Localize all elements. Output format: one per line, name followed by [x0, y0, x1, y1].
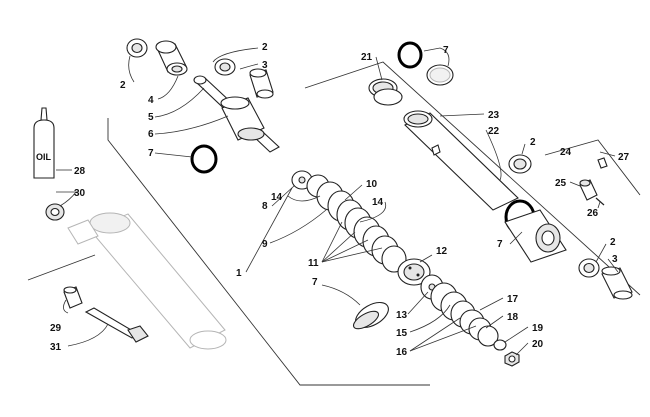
part-body-end-housing	[504, 209, 567, 263]
part-7-o-ring-left	[190, 144, 218, 174]
part-4-mount-sleeve	[155, 40, 188, 76]
callout-2-top: 2	[262, 42, 268, 53]
callout-15: 15	[396, 328, 408, 339]
callout-24: 24	[560, 147, 572, 158]
callout-6: 6	[148, 129, 154, 140]
part-3-spacer-top	[249, 68, 274, 99]
callout-16: 16	[396, 347, 408, 358]
callout-2-left: 2	[120, 80, 126, 91]
callout-9: 9	[262, 239, 268, 250]
assembled-shock-ghost	[67, 212, 227, 350]
part-12-piston	[397, 258, 431, 286]
leader-lines	[56, 47, 619, 356]
callout-2-reservoir: 2	[530, 137, 536, 148]
part-23-reservoir-body	[403, 110, 519, 211]
callout-17: 17	[507, 294, 519, 305]
callout-19: 19	[532, 323, 544, 334]
callout-labels: 1 2 2 2 2 3 3 4 5 6 7 7 7 7 8 9 10 11 12…	[50, 42, 630, 358]
callout-7-reservoir: 7	[497, 239, 503, 250]
callout-26: 26	[587, 208, 599, 219]
callout-27: 27	[618, 152, 630, 163]
callout-3-top: 3	[262, 60, 268, 71]
part-2-bushing-right	[214, 58, 236, 76]
part-30-top-bushing	[45, 203, 65, 221]
callout-21: 21	[361, 52, 373, 63]
callout-28: 28	[74, 166, 86, 177]
callout-10: 10	[366, 179, 378, 190]
callout-11: 11	[308, 258, 319, 269]
part-20-nut	[504, 351, 520, 367]
part-29-sleeve	[63, 286, 83, 309]
callout-4: 4	[148, 95, 154, 106]
oil-bottle-label: OIL	[36, 152, 52, 162]
callout-22: 22	[488, 126, 500, 137]
part-2-bushing-reservoir	[508, 154, 532, 174]
group-frame-1	[107, 118, 430, 386]
group-frame-reservoir	[304, 61, 641, 296]
callout-7-piston-band: 7	[312, 277, 318, 288]
part-27-valve-cap	[597, 157, 608, 169]
callout-8: 8	[262, 201, 268, 212]
part-2-bushing-lower	[578, 258, 600, 278]
callout-2-lower: 2	[610, 237, 616, 248]
callout-25: 25	[555, 178, 567, 189]
part-7-seal-ring-top	[426, 64, 454, 86]
part-7-piston-band	[352, 301, 389, 330]
callout-29: 29	[50, 323, 62, 334]
callout-30: 30	[74, 188, 86, 199]
group-frame-29	[27, 254, 96, 281]
callout-1: 1	[236, 268, 242, 279]
shim-stack-upper	[306, 174, 407, 273]
shim-stack-lower	[420, 274, 499, 347]
callout-14-right: 14	[372, 197, 384, 208]
part-21-reservoir-cap	[368, 78, 403, 106]
callout-7-left: 7	[148, 148, 154, 159]
part-25-valve-body	[579, 179, 598, 201]
callout-3-lower: 3	[612, 254, 618, 265]
callout-14-left: 14	[271, 192, 283, 203]
part-26-valve-core	[595, 197, 605, 206]
callout-7-top-right: 7	[443, 45, 449, 56]
part-28-oil-bottle: OIL	[33, 107, 55, 179]
group-frame-valve	[544, 139, 641, 196]
part-2-bushing-top	[126, 38, 148, 58]
part-6-shaft-seal-head	[220, 96, 265, 141]
callout-23: 23	[488, 110, 500, 121]
callout-13: 13	[396, 310, 408, 321]
callout-12: 12	[436, 246, 448, 257]
part-19-washer	[493, 339, 507, 351]
part-7-o-ring-top-right	[397, 41, 423, 69]
callout-20: 20	[532, 339, 544, 350]
callout-18: 18	[507, 312, 519, 323]
callout-31: 31	[50, 342, 62, 353]
part-31-bolt	[84, 307, 149, 343]
part-3-spacer-lower	[601, 266, 633, 300]
callout-5: 5	[148, 112, 154, 123]
